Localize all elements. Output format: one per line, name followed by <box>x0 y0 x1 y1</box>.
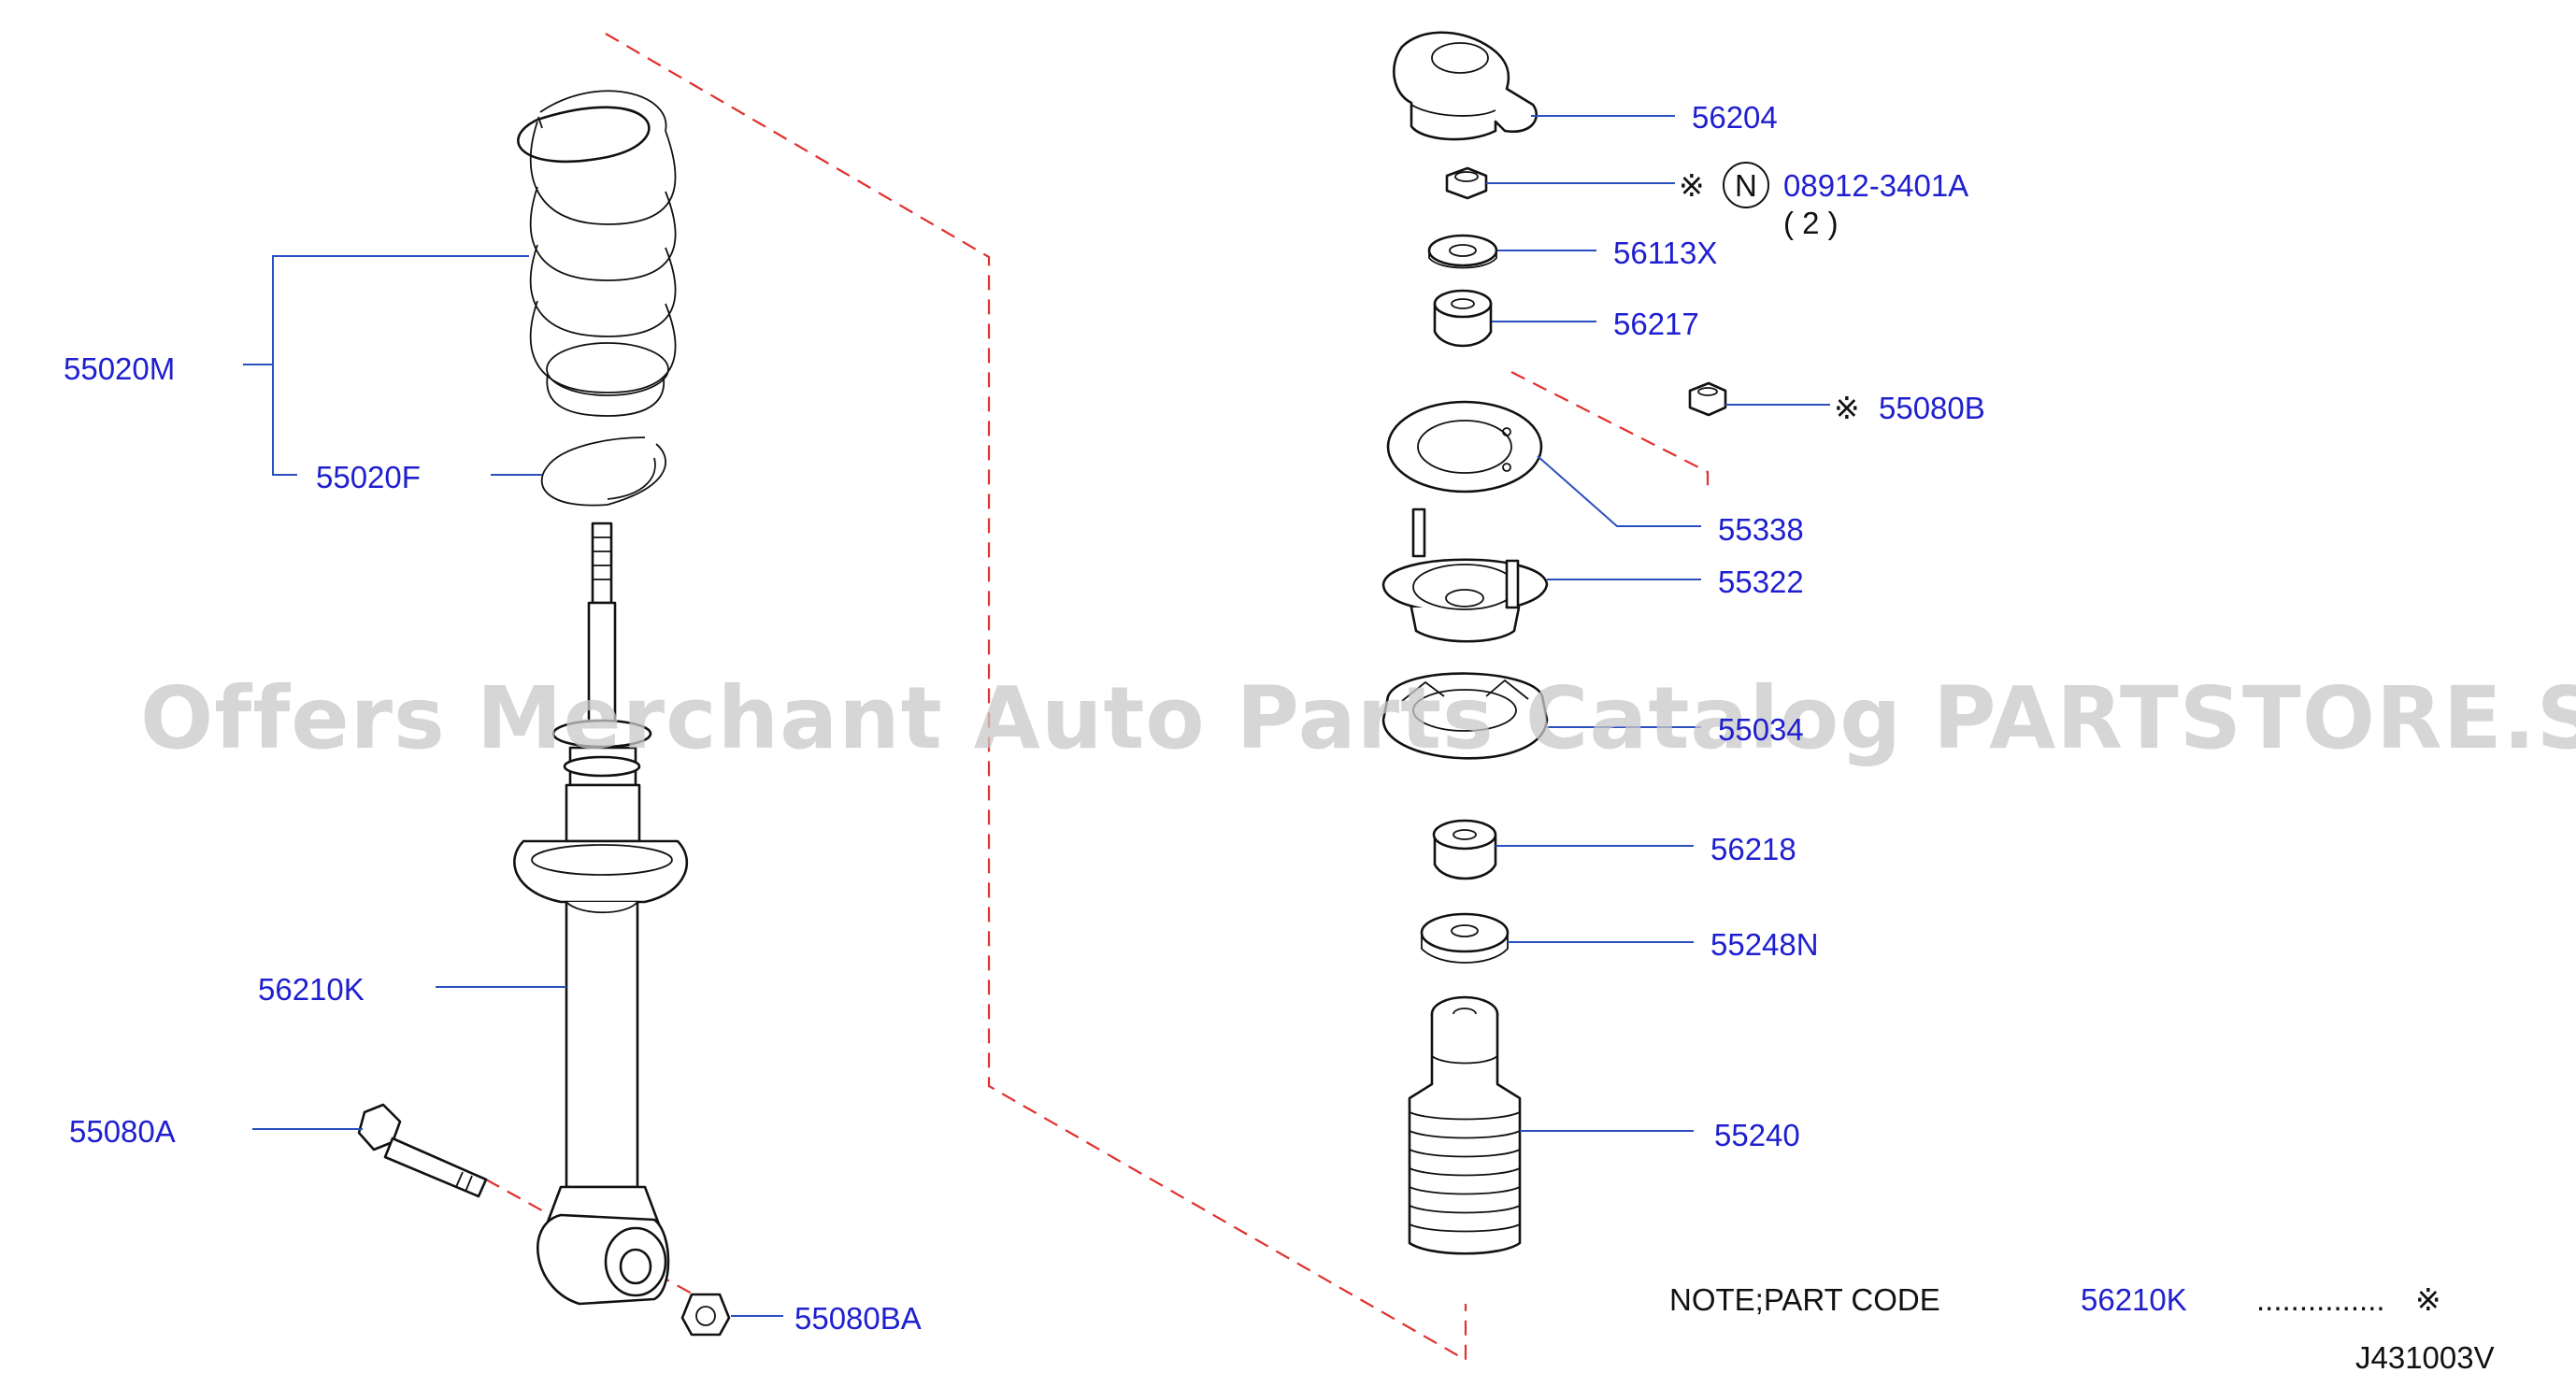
mounting-insulator-illustration <box>1381 508 1549 643</box>
part-label-56210K[interactable]: 56210K <box>258 972 365 1007</box>
part-label-56204[interactable]: 56204 <box>1692 100 1778 135</box>
n-badge-circle <box>1723 162 1769 208</box>
applicability-mark: ※ <box>1679 168 1705 203</box>
bolt-illustration <box>357 1103 488 1198</box>
dust-boot-illustration <box>1408 995 1522 1255</box>
n-badge-letter: N <box>1735 168 1757 203</box>
seal-plate-illustration <box>1386 400 1543 493</box>
washer-illustration <box>1427 234 1498 269</box>
applicability-mark-55080B: ※ <box>1834 391 1860 425</box>
part-label-55080BA[interactable]: 55080BA <box>794 1301 922 1336</box>
note-mark: ※ <box>2415 1282 2441 1317</box>
drawing-code: J431003V <box>2355 1340 2495 1375</box>
part-label-55020M[interactable]: 55020M <box>64 351 175 386</box>
nut-illustration <box>680 1293 731 1337</box>
note-dots: ............... <box>2256 1282 2385 1317</box>
part-label-55338[interactable]: 55338 <box>1718 512 1804 547</box>
leader-lines <box>243 115 1830 1317</box>
part-label-56217[interactable]: 56217 <box>1613 307 1699 341</box>
bushing-upper-illustration <box>1433 289 1493 348</box>
bumper-ring-illustration <box>1381 672 1549 760</box>
shock-absorber-illustration <box>513 522 688 1306</box>
part-labels: 55020M 55020F 56210K 55080A 55080BA 5620… <box>64 100 1985 1336</box>
note-part-code[interactable]: 56210K <box>2081 1282 2187 1317</box>
part-code-note: NOTE;PART CODE 56210K ............... ※ <box>1669 1282 2441 1317</box>
part-label-55240[interactable]: 55240 <box>1714 1118 1800 1152</box>
rubber-seat-illustration <box>1420 912 1510 964</box>
part-label-08912-3401A[interactable]: 08912-3401A <box>1783 168 1968 203</box>
part-label-55248N[interactable]: 55248N <box>1710 927 1819 962</box>
cap-illustration <box>1393 31 1538 141</box>
spring-seat-illustration <box>540 436 666 507</box>
part-label-56218[interactable]: 56218 <box>1710 832 1796 866</box>
part-quantity-08912-3401A: ( 2 ) <box>1783 206 1839 240</box>
part-label-56113X[interactable]: 56113X <box>1613 236 1717 270</box>
part-label-55034[interactable]: 55034 <box>1718 712 1804 747</box>
note-prefix: NOTE;PART CODE <box>1669 1282 1940 1317</box>
hex-nut-illustration <box>1445 166 1488 200</box>
part-label-55020F[interactable]: 55020F <box>316 460 421 494</box>
flange-nut-illustration <box>1688 381 1727 417</box>
part-label-55322[interactable]: 55322 <box>1718 565 1804 599</box>
coil-spring-illustration <box>517 90 677 417</box>
part-label-55080A[interactable]: 55080A <box>69 1114 176 1149</box>
watermark-text: Offers Merchant Auto Parts Catalog PARTS… <box>140 668 2576 768</box>
part-label-55080B[interactable]: 55080B <box>1879 391 1985 425</box>
bushing-lower-illustration <box>1432 819 1497 880</box>
